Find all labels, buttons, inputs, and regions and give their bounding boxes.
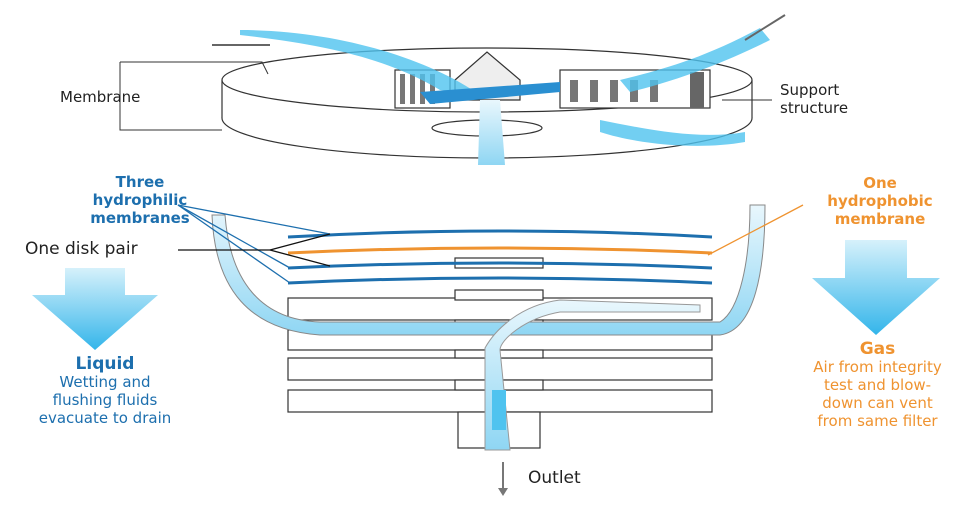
label-line: from same filter	[817, 412, 938, 430]
label-line: test and blow-	[823, 376, 932, 394]
label-line: One	[863, 174, 897, 192]
hydrophilic-membrane	[287, 276, 713, 285]
gas-down-arrow	[812, 240, 940, 335]
one-disk-pair-label: One disk pair	[25, 239, 138, 259]
disk-pair-pointers	[178, 233, 331, 267]
hydrophilic-pointers	[177, 204, 331, 284]
label-line: membranes	[90, 209, 190, 227]
outlet-flow	[484, 299, 701, 451]
center-outflow	[478, 100, 505, 165]
inflow-stream	[240, 30, 480, 95]
liquid-title: Liquid	[75, 354, 135, 374]
hydrophilic-membrane	[287, 261, 713, 270]
inflow-arrow	[744, 14, 786, 41]
label-line: Three	[115, 173, 165, 191]
outlet-arrow-head	[498, 488, 508, 496]
channel-flow	[420, 82, 560, 104]
membrane-bracket	[119, 62, 222, 131]
side-flow-channel	[211, 204, 766, 336]
liquid-down-arrow	[32, 268, 158, 350]
label-line: Support	[780, 81, 840, 99]
label-line: flushing fluids	[52, 391, 158, 409]
three-hydrophilic-label: Three hydrophilic membranes	[70, 173, 210, 227]
label-line: structure	[780, 99, 849, 117]
label-line: down can vent	[822, 394, 933, 412]
inflow-stream	[620, 28, 770, 92]
label-line: evacuate to drain	[38, 409, 172, 427]
membranes	[287, 229, 713, 285]
label-line: hydrophilic	[92, 191, 188, 209]
label-line: membrane	[834, 210, 926, 228]
gas-title: Gas	[859, 339, 896, 359]
membrane-pointer	[120, 61, 269, 75]
inflow-stream	[600, 120, 745, 146]
label-line: hydrophobic	[827, 192, 933, 210]
top-disk-cutaway	[221, 47, 753, 159]
liquid-label: Liquid Wetting and flushing fluids evacu…	[10, 355, 200, 427]
hydrophobic-pointer	[707, 204, 804, 256]
outlet-core	[492, 390, 506, 430]
hydrophilic-membrane	[287, 229, 713, 239]
outlet-label: Outlet	[528, 468, 581, 488]
support-structure-label: Support structure	[780, 81, 848, 117]
hydrophobic-membrane	[287, 246, 713, 255]
label-line: Wetting and	[59, 373, 151, 391]
one-hydrophobic-label: One hydrophobic membrane	[805, 174, 955, 228]
membrane-label: Membrane	[60, 88, 141, 106]
gas-label: Gas Air from integrity test and blow- do…	[780, 340, 975, 430]
label-line: Air from integrity	[813, 358, 942, 376]
